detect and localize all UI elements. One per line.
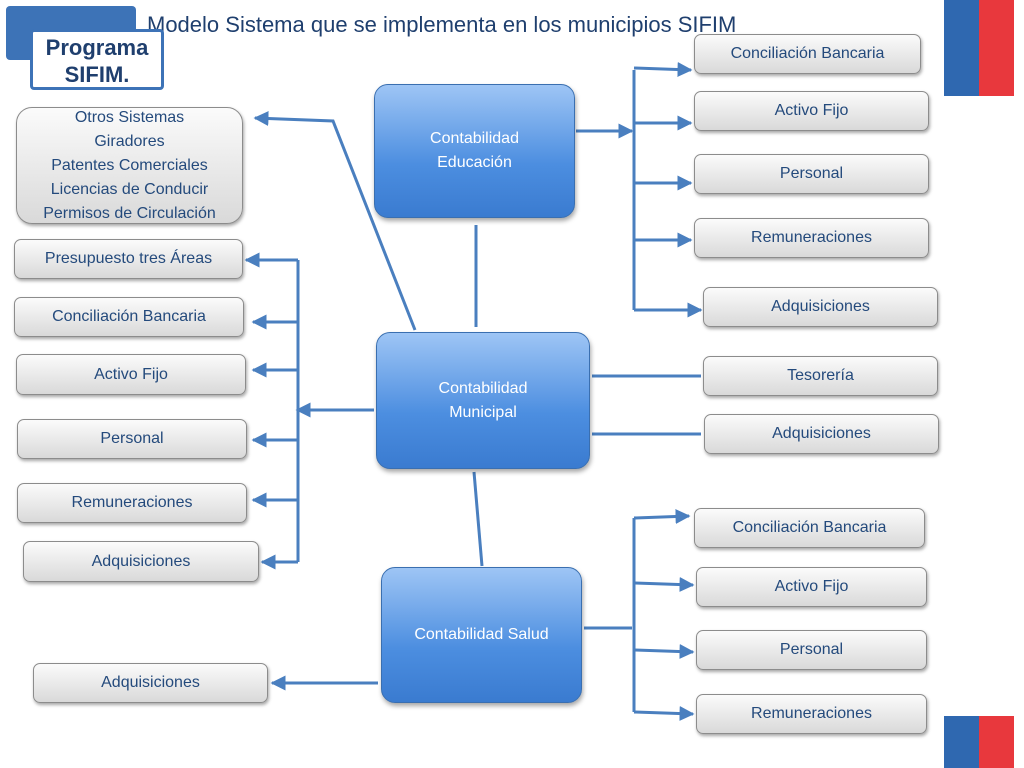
box-salud-conciliacion: Conciliación Bancaria (694, 508, 925, 548)
box-edu-activo-fijo: Activo Fijo (694, 91, 929, 131)
box-left-salud-adquisiciones: Adquisiciones (33, 663, 268, 703)
slide-title: Modelo Sistema que se implementa en los … (147, 12, 737, 37)
program-badge: Programa SIFIM. (30, 29, 164, 90)
box-left-activo-fijo: Activo Fijo (16, 354, 246, 395)
box-mun-tesoreria: Tesorería (703, 356, 938, 396)
box-edu-conciliacion: Conciliación Bancaria (694, 34, 921, 74)
box-left-adquisiciones: Adquisiciones (23, 541, 259, 582)
flag-bottom-right (944, 716, 1014, 768)
hub-contabilidad-salud: Contabilidad Salud (381, 567, 582, 703)
flag-top-right (944, 0, 1014, 96)
box-salud-remuneraciones: Remuneraciones (696, 694, 927, 734)
box-edu-remuneraciones: Remuneraciones (694, 218, 929, 258)
box-edu-adquisiciones: Adquisiciones (703, 287, 938, 327)
box-otros-sistemas: Otros Sistemas Giradores Patentes Comerc… (16, 107, 243, 224)
box-left-presupuesto: Presupuesto tres Áreas (14, 239, 243, 279)
box-edu-personal: Personal (694, 154, 929, 194)
box-left-personal: Personal (17, 419, 247, 459)
hub-contabilidad-educacion: Contabilidad Educación (374, 84, 575, 218)
box-left-remuneraciones: Remuneraciones (17, 483, 247, 523)
hub-contabilidad-municipal: Contabilidad Municipal (376, 332, 590, 469)
box-mun-adquisiciones: Adquisiciones (704, 414, 939, 454)
box-salud-activo-fijo: Activo Fijo (696, 567, 927, 607)
box-salud-personal: Personal (696, 630, 927, 670)
box-left-conciliacion: Conciliación Bancaria (14, 297, 244, 337)
